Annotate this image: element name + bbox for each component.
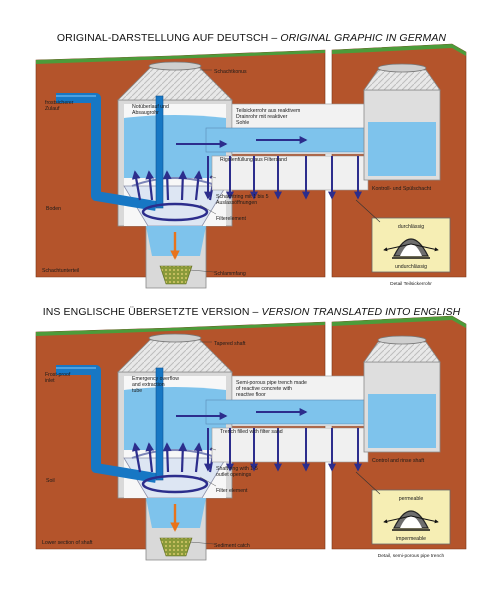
german-grass-left <box>36 50 325 64</box>
german-sediment-catch <box>159 265 193 285</box>
english-sediment-catch <box>159 537 193 557</box>
german-inlet-pipe <box>56 93 157 211</box>
german-shaft-cover <box>148 61 202 71</box>
german-flow-arrow-up-1 <box>145 170 155 201</box>
german-section-header: ORIGINAL-DARSTELLUNG AUF DEUTSCH – ORIGI… <box>56 32 447 44</box>
english-grass-right <box>332 316 466 328</box>
german-label-control-shaft: Kontroll- und Spülschacht <box>372 186 432 192</box>
english-flow-arrow-up-2 <box>162 442 172 473</box>
english-label-sediment: Sediment catch <box>214 543 250 549</box>
english-label-tapered-shaft: Tapered shaft <box>214 341 246 347</box>
english-overflow-tube <box>155 367 164 481</box>
german-flow-arrow-up-2 <box>162 170 172 201</box>
german-label-soil: Boden <box>46 206 61 212</box>
german-shaft-water <box>124 115 226 178</box>
german-label-detail: Detail Teilsickerrohr <box>390 281 432 287</box>
english-label-permeable: permeable <box>399 496 424 502</box>
german-tapered-shaft <box>117 67 233 101</box>
english-tapered-shaft <box>117 339 233 373</box>
german-flow-arrow-up-4 <box>193 170 203 201</box>
german-label-tapered-shaft: Schachtkonus <box>214 69 247 75</box>
german-label-impermeable: undurchlässig <box>395 264 427 270</box>
german-swirl-arrow <box>141 202 209 222</box>
english-filter-dome <box>131 449 219 459</box>
english-section-header: INS ENGLISCHE ÜBERSETZTE VERSION – VERSI… <box>42 306 461 318</box>
english-inlet-pipe <box>56 365 157 483</box>
english-label-detail: Detail, semi-porous pipe trench <box>378 553 445 559</box>
english-grass-left <box>36 322 325 336</box>
english-label-trench: Trench filled with filter sand <box>220 429 283 435</box>
german-flow-arrow-up-3 <box>178 170 188 201</box>
german-label-filter: Filterelement <box>216 216 247 222</box>
english-flow-arrow-up-0 <box>131 442 142 473</box>
english-label-impermeable: impermeable <box>396 536 426 542</box>
english-shaft-cover <box>148 333 202 343</box>
english-flow-arrow-up-4 <box>193 442 203 473</box>
english-flow-arrow-up-3 <box>178 442 188 473</box>
english-swirl-arrow <box>141 474 209 494</box>
german-overflow-tube <box>155 95 164 209</box>
english-label-soil: Soil <box>46 478 55 484</box>
german-label-trench: Rigolenfüllung aus Filtersand <box>220 157 287 163</box>
german-grass-right <box>332 44 466 56</box>
german-label-permeable: durchlässig <box>398 224 424 230</box>
english-flow-arrow-up-1 <box>145 442 155 473</box>
english-shaft-water <box>124 387 226 450</box>
german-label-sediment: Schlammfang <box>214 271 246 277</box>
english-label-control-shaft: Control and rinse shaft <box>372 458 425 464</box>
german-filter-sand-trench <box>211 155 369 191</box>
english-label-filter: Filter element <box>216 488 248 494</box>
english-control-shaft-water <box>368 394 436 448</box>
german-flow-arrow-up-0 <box>131 170 142 201</box>
german-control-shaft-water <box>368 122 436 176</box>
english-label-lower-section: Lower section of shaft <box>42 540 93 546</box>
german-label-lower-section: Schachtunterteil <box>42 268 79 274</box>
german-filter-dome <box>131 177 219 187</box>
